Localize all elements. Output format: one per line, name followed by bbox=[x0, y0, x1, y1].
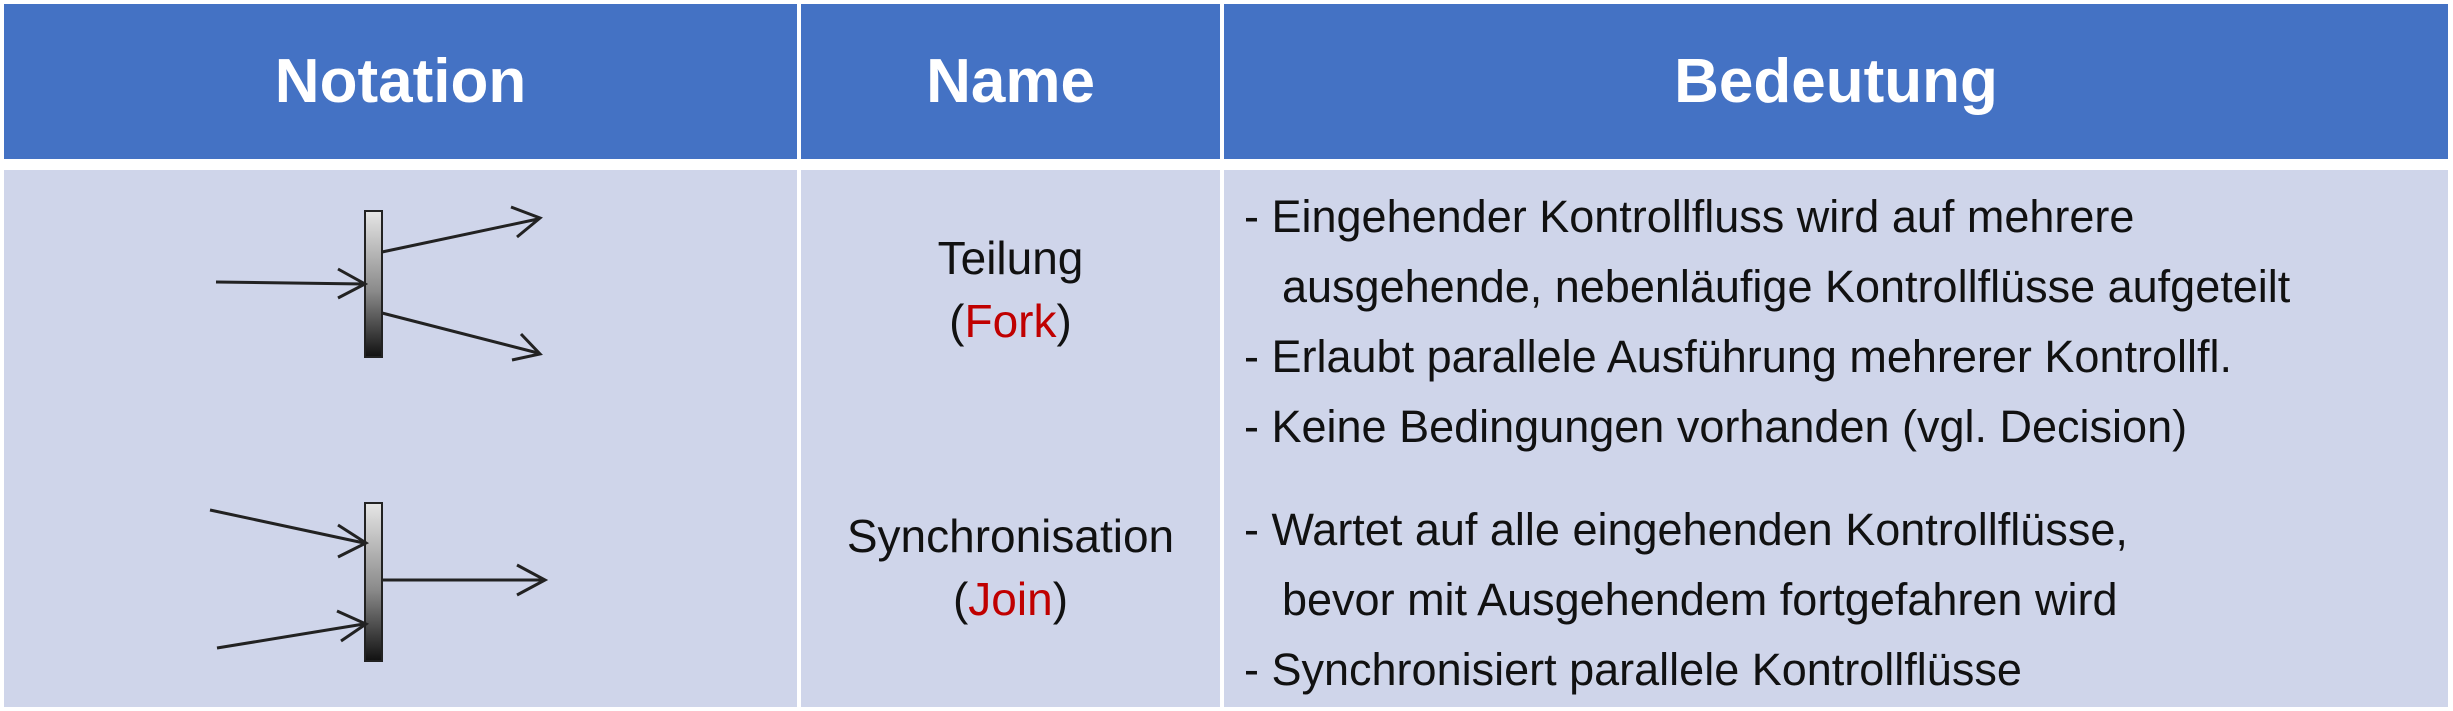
join-line-3: - Synchronisiert parallele Kontrollflüss… bbox=[1244, 644, 2022, 695]
header-meaning: Bedeutung bbox=[1224, 4, 2448, 159]
fork-line-1: - Eingehender Kontrollfluss wird auf meh… bbox=[1244, 191, 2135, 242]
meaning-cell: - Eingehender Kontrollfluss wird auf meh… bbox=[1224, 170, 2448, 707]
join-keyword-label: Join bbox=[968, 573, 1053, 625]
join-description: - Wartet auf alle eingehenden Kontrollfl… bbox=[1244, 495, 2128, 705]
header-meaning-label: Bedeutung bbox=[1674, 47, 1998, 116]
header-name: Name bbox=[801, 4, 1220, 159]
fork-line-4: - Keine Bedingungen vorhanden (vgl. Deci… bbox=[1244, 401, 2188, 452]
notation-cell bbox=[4, 170, 797, 707]
fork-bar-icon bbox=[209, 205, 549, 662]
fork-line-2: ausgehende, nebenläufige Kontrollflüsse … bbox=[1282, 261, 2291, 312]
join-keyword: (Join) bbox=[952, 573, 1069, 625]
fork-description: - Eingehender Kontrollfluss wird auf meh… bbox=[1244, 182, 2290, 462]
header-notation-label: Notation bbox=[274, 47, 527, 116]
fork-line-3: - Erlaubt parallele Ausführung mehrerer … bbox=[1244, 331, 2233, 382]
row-fork-name: Teilung (Fork) bbox=[801, 220, 1220, 360]
fork-keyword: (Fork) bbox=[949, 295, 1072, 347]
fork-name-label: Teilung bbox=[937, 231, 1084, 284]
join-line-2: bevor mit Ausgehendem fortgefahren wird bbox=[1282, 574, 2118, 625]
header-notation: Notation bbox=[4, 4, 797, 159]
row-join-name: Synchronisation (Join) bbox=[801, 498, 1220, 638]
join-name-label: Synchronisation bbox=[846, 509, 1175, 562]
name-cell: Teilung (Fork) Synchronisation (Join) bbox=[801, 170, 1220, 707]
header-name-label: Name bbox=[926, 47, 1095, 116]
fork-keyword-label: Fork bbox=[964, 295, 1057, 347]
join-line-1: - Wartet auf alle eingehenden Kontrollfl… bbox=[1244, 504, 2128, 555]
